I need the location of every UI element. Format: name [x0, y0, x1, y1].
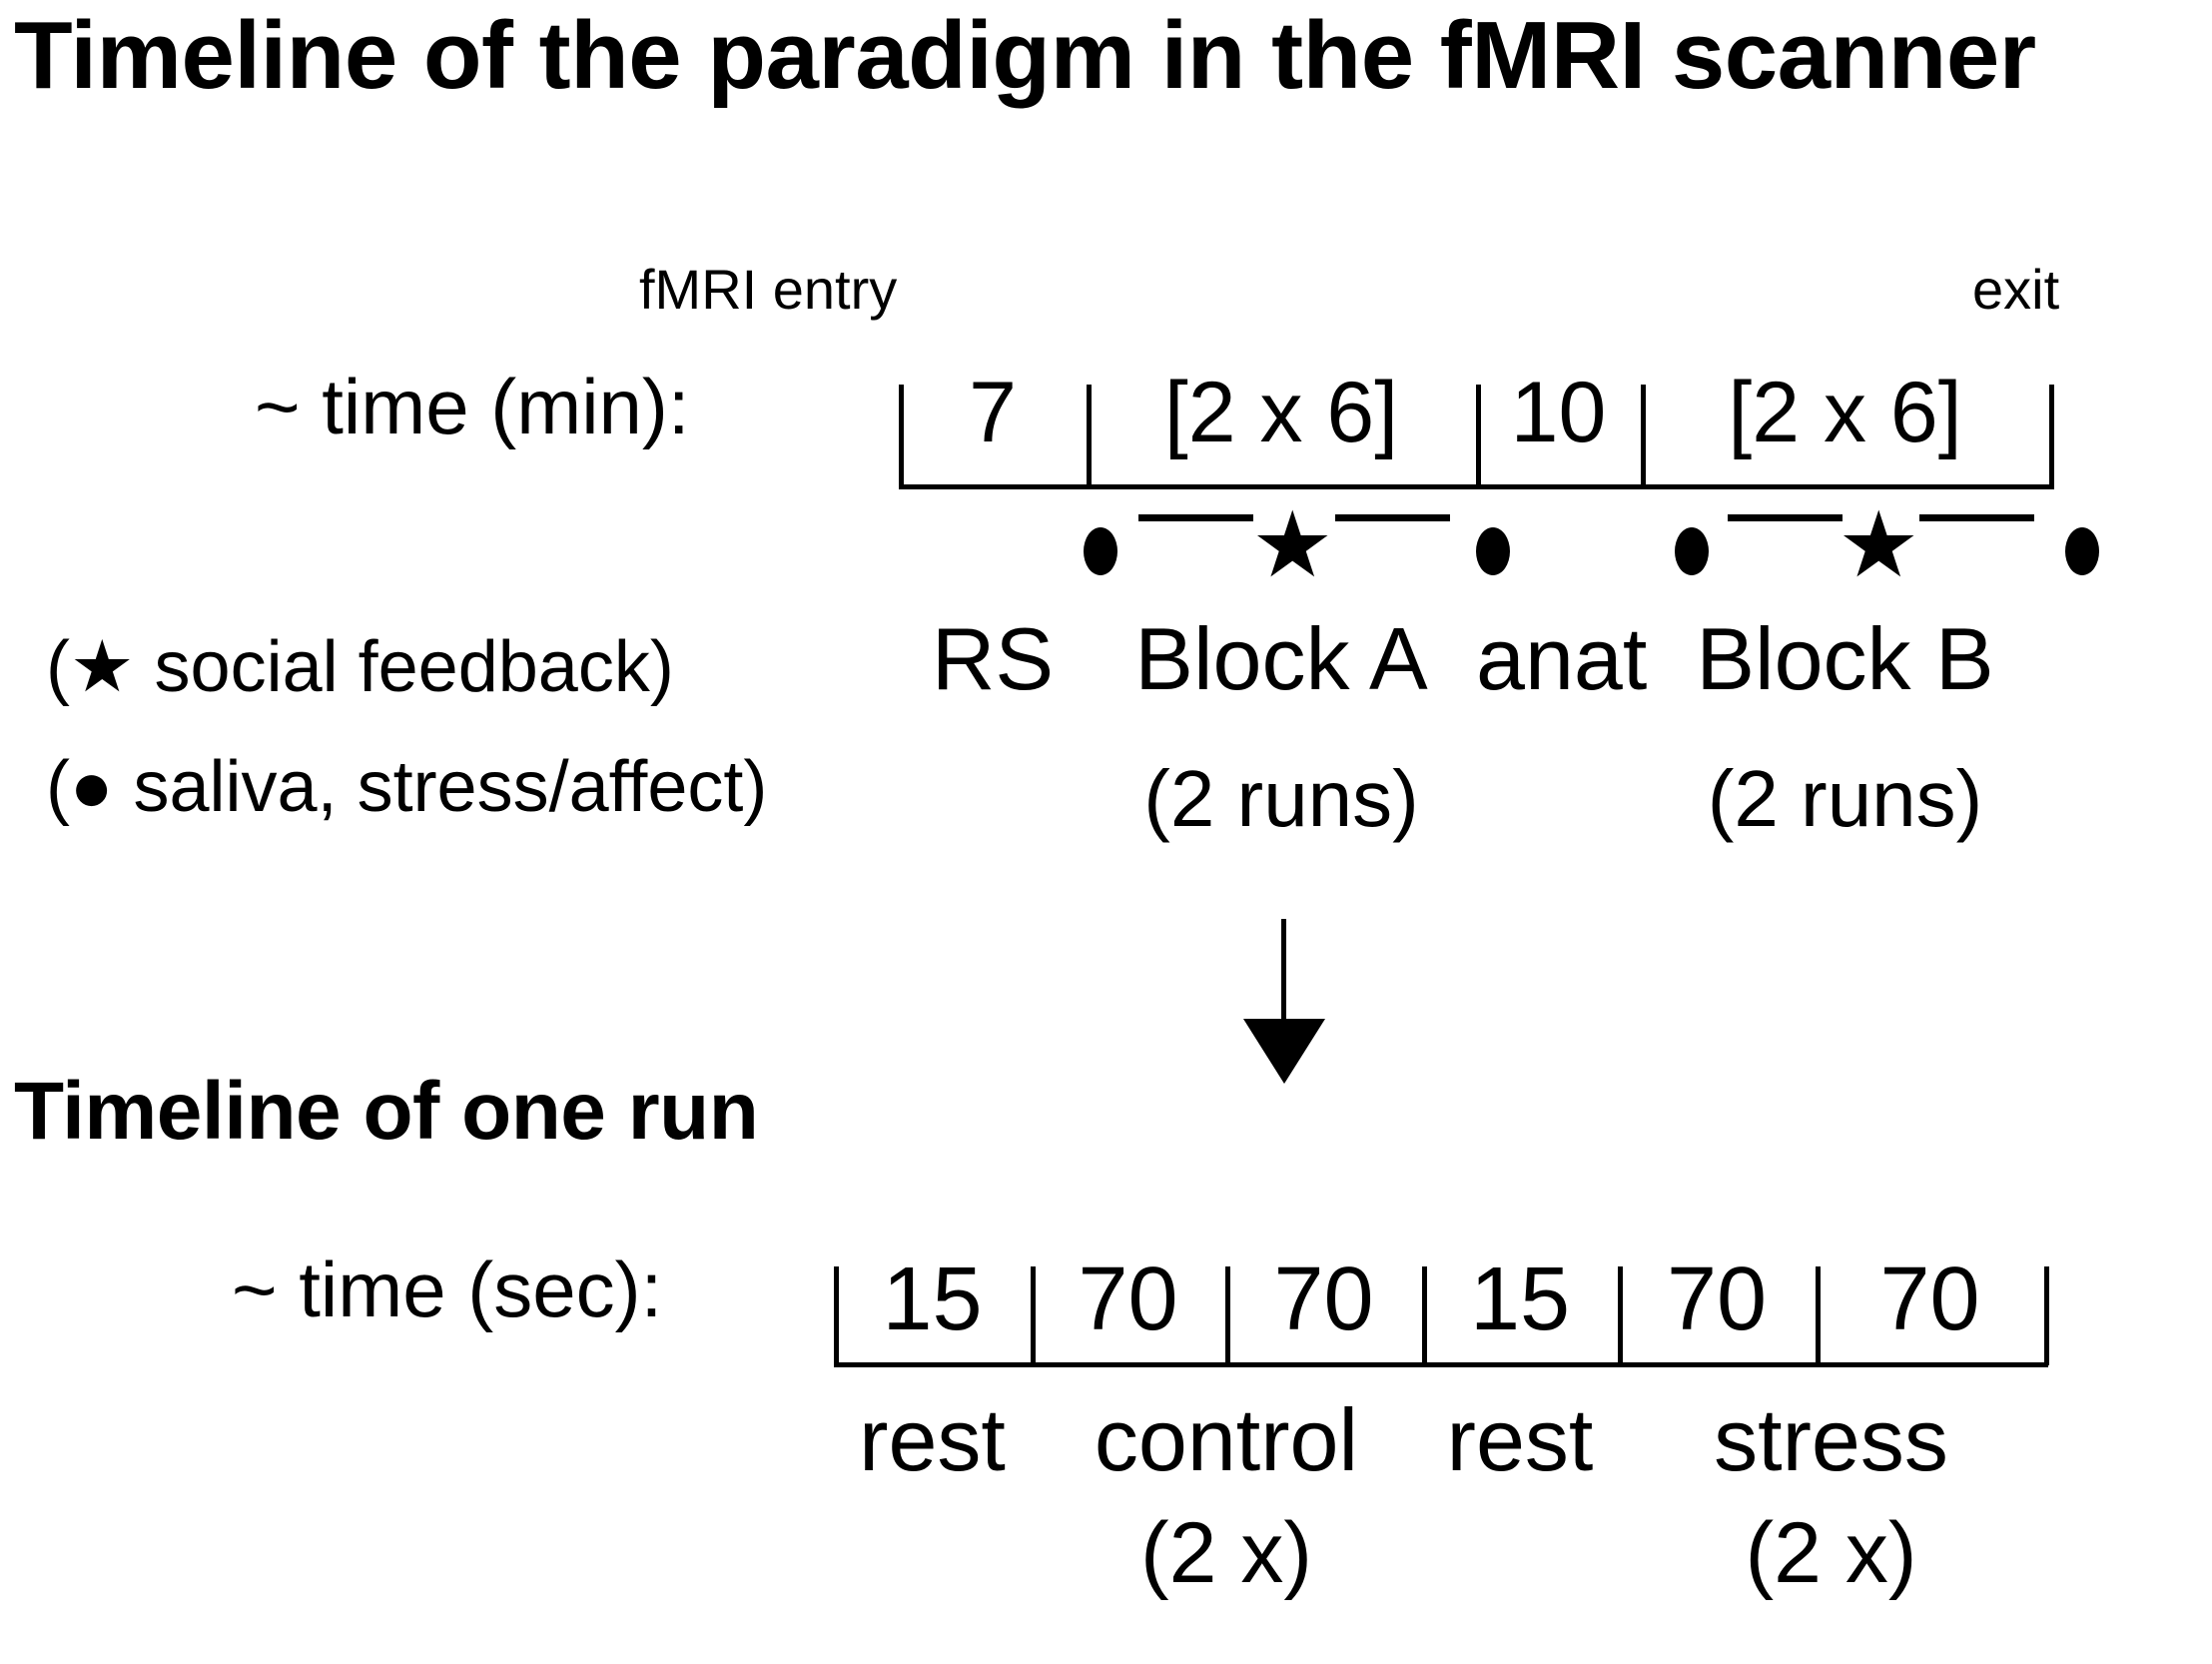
run-axis-tick	[1225, 1266, 1230, 1365]
run-segment-value: 70	[1879, 1249, 1980, 1349]
legend-saliva: (● saliva, stress/affect)	[46, 751, 767, 823]
run-condition-sublabel: (2 x)	[1140, 1505, 1312, 1601]
scanner-block-label: anat	[1476, 609, 1648, 708]
down-arrow-icon	[1243, 1019, 1325, 1084]
run-divider-bar	[1138, 514, 1253, 521]
run-axis-tick	[1618, 1266, 1623, 1365]
run-condition-label: control	[1094, 1390, 1359, 1489]
run-axis-tick	[1422, 1266, 1427, 1365]
social-feedback-marker-star-icon: ★	[1838, 494, 1920, 596]
saliva-marker-dot-icon	[1476, 527, 1510, 575]
time-min-axis-prefix: ~ time (min):	[255, 363, 690, 450]
time-sec-axis-prefix: ~ time (sec):	[232, 1246, 663, 1333]
run-segment-value: 15	[882, 1249, 983, 1349]
scanner-axis-tick	[1641, 385, 1646, 487]
scanner-block-label: Block B	[1696, 609, 1994, 708]
dot-icon: ●	[69, 747, 114, 827]
scanner-segment-value: [2 x 6]	[1163, 365, 1399, 460]
legend-open-paren: (	[46, 747, 70, 827]
scanner-segment-value: 10	[1510, 365, 1607, 460]
run-condition-label: rest	[1446, 1390, 1594, 1489]
scanner-segment-value: [2 x 6]	[1728, 365, 1962, 460]
scanner-axis-tick	[1476, 385, 1481, 487]
legend-saliva-text: saliva, stress/affect)	[113, 747, 768, 827]
run-axis-baseline	[834, 1362, 2048, 1367]
run-segment-value: 15	[1469, 1249, 1571, 1349]
star-icon: ★	[69, 627, 135, 707]
run-condition-sublabel: (2 x)	[1745, 1505, 1917, 1601]
down-arrow-stem	[1281, 919, 1286, 1024]
run-segment-value: 70	[1078, 1249, 1178, 1349]
run-divider-bar	[1728, 514, 1843, 521]
run-condition-label: stress	[1714, 1390, 1948, 1489]
saliva-marker-dot-icon	[1084, 527, 1117, 575]
legend-social-feedback: (★ social feedback)	[46, 631, 674, 703]
run-divider-bar	[1335, 514, 1450, 521]
saliva-marker-dot-icon	[1675, 527, 1709, 575]
scanner-segment-value: 7	[969, 365, 1017, 460]
fmri-exit-label: exit	[1972, 258, 2060, 321]
run-axis-tick	[1031, 1266, 1036, 1365]
page-title: Timeline of the paradigm in the fMRI sca…	[14, 2, 2036, 109]
legend-social-feedback-text: social feedback)	[134, 627, 674, 707]
run-condition-label: rest	[859, 1390, 1006, 1489]
fmri-entry-label: fMRI entry	[639, 258, 898, 321]
run-axis-tick	[1816, 1266, 1821, 1365]
run-segment-value: 70	[1273, 1249, 1374, 1349]
section-title-one-run: Timeline of one run	[14, 1066, 759, 1157]
scanner-axis-tick	[899, 385, 904, 487]
scanner-block-label: Block A	[1134, 609, 1428, 708]
scanner-block-sublabel: (2 runs)	[1707, 754, 1983, 843]
legend-open-paren: (	[46, 627, 70, 707]
run-segment-value: 70	[1666, 1249, 1768, 1349]
scanner-axis-tick	[1087, 385, 1092, 487]
scanner-axis-tick	[2049, 385, 2054, 487]
run-axis-tick	[834, 1266, 839, 1365]
run-axis-tick	[2044, 1266, 2049, 1365]
social-feedback-marker-star-icon: ★	[1251, 494, 1334, 596]
scanner-block-label: RS	[931, 609, 1055, 708]
run-divider-bar	[1919, 514, 2034, 521]
saliva-marker-dot-icon	[2065, 527, 2099, 575]
scanner-block-sublabel: (2 runs)	[1143, 754, 1419, 843]
